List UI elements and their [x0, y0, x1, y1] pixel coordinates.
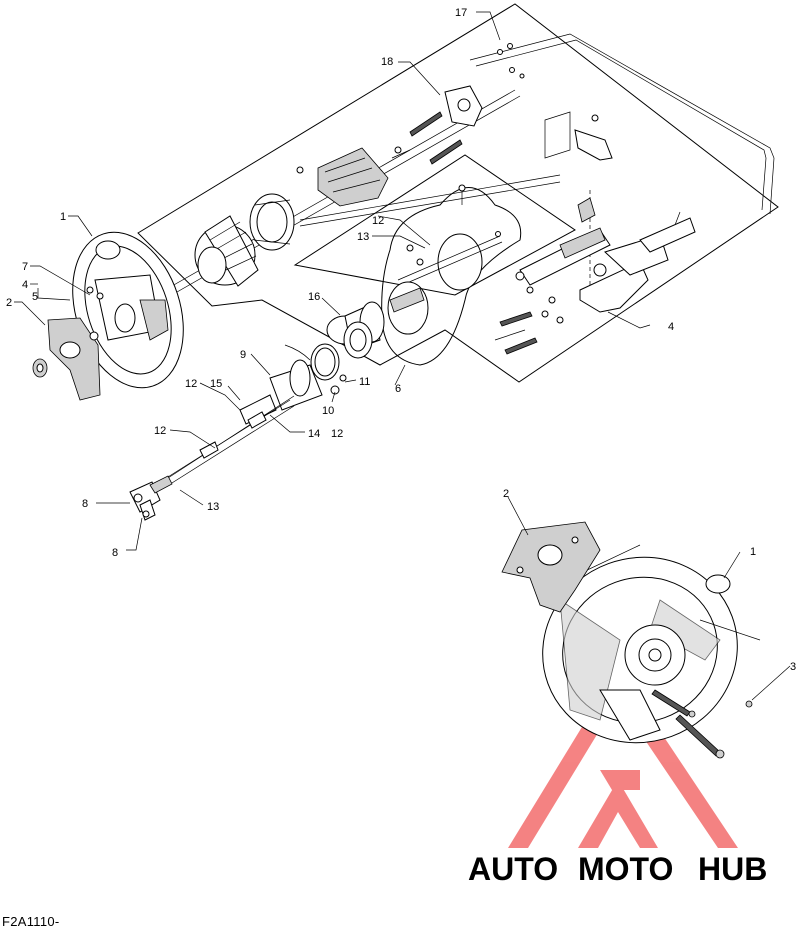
- diagram-code: F2A1110-: [2, 914, 60, 929]
- callout-12-upper: 12: [372, 215, 384, 227]
- callout-4-right: 4: [668, 321, 674, 333]
- callout-13-upper: 13: [357, 231, 369, 243]
- callout-8-upper: 8: [82, 498, 88, 510]
- callout-15: 15: [210, 378, 222, 390]
- switch-module: [296, 146, 411, 207]
- column-collar: [326, 301, 385, 359]
- callout-14: 14: [308, 428, 320, 440]
- callout-5: 5: [32, 291, 38, 303]
- contact-ring: [249, 193, 295, 251]
- watermark-part3: HUB: [698, 851, 767, 887]
- callout-17: 17: [455, 7, 467, 19]
- harness-loop: [381, 184, 522, 366]
- callout-1-upper: 1: [60, 211, 66, 223]
- leader-lines: [14, 11, 791, 701]
- bolts-18: [409, 43, 525, 165]
- clamp-ring: [310, 343, 347, 395]
- callout-1-lower: 1: [750, 546, 756, 558]
- callout-4-left: 4: [22, 279, 28, 291]
- steering-wheel-assembled: [542, 544, 761, 744]
- callout-18: 18: [381, 56, 393, 68]
- callout-9: 9: [240, 349, 246, 361]
- callout-6: 6: [395, 383, 401, 395]
- callout-3: 3: [790, 661, 796, 673]
- u-joint: [129, 475, 173, 521]
- callout-10: 10: [322, 405, 334, 417]
- callout-12-mid: 12: [185, 378, 197, 390]
- callout-2-left: 2: [6, 297, 12, 309]
- horn-cone: [194, 215, 259, 287]
- callout-16: 16: [308, 291, 320, 303]
- callout-13-lower: 13: [207, 501, 219, 513]
- cover-pad-left: [47, 317, 101, 401]
- callout-12-lower: 12: [154, 425, 166, 437]
- callout-7: 7: [22, 261, 28, 273]
- watermark-text: AUTO MOTO HUB: [468, 851, 767, 887]
- callout-11: 11: [359, 376, 370, 388]
- callout-labels: 17 18 1 7 4 5 2 12 13 16 9 11 6 10 12 15…: [6, 7, 796, 673]
- steering-wheel-left: [72, 231, 184, 389]
- callout-2-lower: 2: [503, 488, 509, 500]
- callout-8-lower: 8: [112, 547, 118, 559]
- lower-column-tube: [239, 344, 323, 425]
- hub-nut: [32, 358, 48, 378]
- intermediate-shaft: [159, 395, 295, 489]
- watermark-part2: MOTO: [578, 851, 673, 887]
- lever-bracket: [544, 111, 613, 290]
- watermark-part1: AUTO: [468, 851, 558, 887]
- callout-12-right: 12: [331, 428, 343, 440]
- wheel-screws: [651, 689, 753, 759]
- shift-assembly: [494, 211, 696, 355]
- cover-pad-assembled: [501, 521, 601, 613]
